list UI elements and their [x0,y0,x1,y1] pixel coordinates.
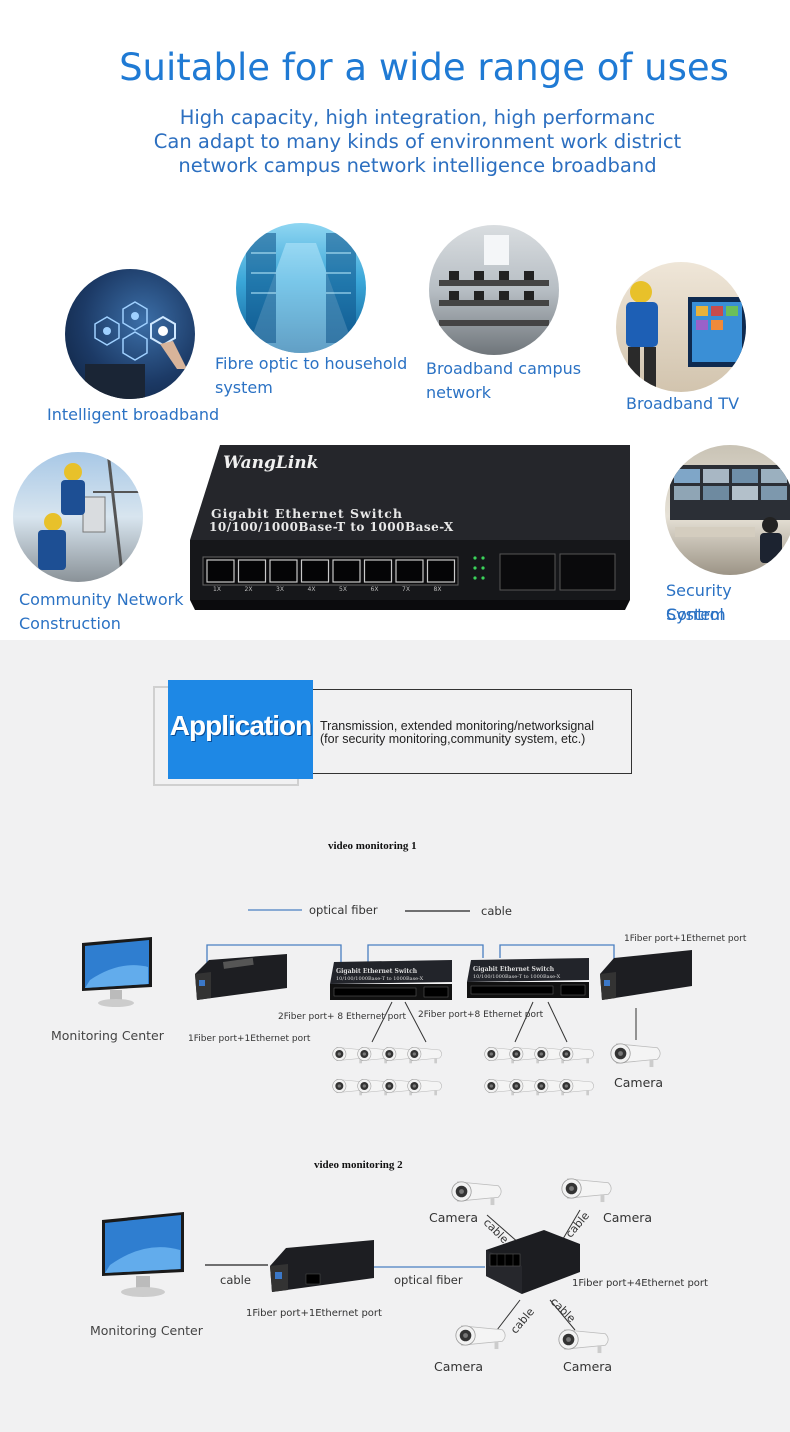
caption-broadband-tv: Broadband TV [626,394,740,413]
ethernet-port [237,559,267,583]
broadband-campus-image [429,225,559,355]
fibre-optic-image [236,223,366,353]
diagram2-fiber-label: optical fiber [394,1273,463,1287]
application-line-1: Transmission, extended monitoring/networ… [320,719,594,733]
converter-left-label: 1Fiber port+1Ethernet port [188,1034,311,1044]
application-description-frame [313,689,632,774]
camera-group-1 [330,1042,455,1110]
security-control-image [665,445,790,575]
product-line-1: Gigabit Ethernet Switch [211,506,403,521]
caption-broadband-campus-line-1: Broadband campus [426,359,582,378]
camera-icon [557,1074,597,1098]
media-converter-left [195,952,290,1004]
camera-label-top-right: Camera [603,1210,653,1225]
camera-label-bottom-left: Camera [434,1359,484,1374]
converter-2-label: 1Fiber port+1Ethernet port [246,1308,382,1319]
camera-icon [405,1042,445,1066]
port-label: 6X [370,586,379,593]
caption-fibre-optic-line-2: system [215,378,273,397]
subtitle-line-3: network campus network intelligence broa… [178,154,657,177]
application-badge-label: Application [169,710,312,741]
ethernet-port [300,559,330,583]
switch-2-label: 2Fiber port+8 Ethernet port [418,1010,544,1020]
subtitle-line-1: High capacity, high integration, high pe… [179,106,656,129]
svg-text:10/100/1000Base-T to 1000Base-: 10/100/1000Base-T to 1000Base-X [336,976,424,982]
switch-product-image: WangLink Gigabit Ethernet Switch 10/100/… [185,440,640,625]
port-label: 1X [213,586,221,593]
port-label: 7X [402,586,410,593]
svg-text:10/100/1000Base-T to 1000Base-: 10/100/1000Base-T to 1000Base-X [473,974,561,980]
port-label: 4X [307,586,316,593]
ethernet-port [269,559,298,583]
converter-right-label: 1Fiber port+1Ethernet port [624,934,747,944]
diagram2-title: video monitoring 2 [314,1159,403,1171]
ethernet-port [426,559,456,583]
broadband-tv-image [616,262,746,392]
ethernet-port [206,559,235,583]
community-network-image [13,452,143,582]
monitoring-center-1: Monitoring Center [51,1028,164,1043]
switch-2: Gigabit Ethernet Switch 10/100/1000Base-… [465,958,592,1000]
caption-community-network-line-2: Construction [19,614,121,633]
application-section: Application Transmission, extended monit… [0,640,790,1432]
caption-fibre-optic-line-1: Fibre optic to household [215,354,408,373]
page-title: Suitable for a wide range of uses [119,46,729,89]
camera-icon [557,1042,597,1066]
switch-4port-label: 1Fiber port+4Ethernet port [572,1278,708,1289]
media-converter-right [600,948,695,1008]
camera-label-bottom-right: Camera [563,1359,613,1374]
port-labels: 1X 2X 3X 4X 5X 6X 7X 8X [203,586,458,596]
media-converter-2 [270,1238,378,1298]
caption-intelligent-broadband: Intelligent broadband [47,405,220,424]
camera-label-top-left: Camera [429,1210,479,1225]
ethernet-port [363,559,393,583]
caption-security-control-line-2: System [666,605,726,624]
diagram2-cable-label: cable [220,1273,251,1287]
monitoring-center-2: Monitoring Center [90,1323,203,1338]
caption-broadband-campus-line-2: network [426,383,491,402]
camera-top-right [558,1173,618,1205]
port-label: 2X [244,586,253,593]
monitor-icon [80,935,155,1010]
switch-1-label: 2Fiber port+ 8 Ethernet port [278,1012,407,1022]
port-label: 3X [276,586,284,593]
legend-optical-fiber: optical fiber [309,903,378,917]
svg-text:Gigabit Ethernet Switch: Gigabit Ethernet Switch [336,968,418,975]
ethernet-port [332,559,361,583]
subtitle-line-2: Can adapt to many kinds of environment w… [153,130,682,153]
switch-1: Gigabit Ethernet Switch 10/100/1000Base-… [328,960,455,1002]
product-brand: WangLink [223,453,319,473]
port-label: 5X [339,586,347,593]
camera-top-left [448,1176,508,1208]
caption-community-network-line-1: Community Network [19,590,184,609]
intelligent-broadband-image [65,269,195,399]
application-line-2: (for security monitoring,community syste… [320,732,586,746]
camera-group-2 [482,1042,607,1110]
camera-label-1: Camera [614,1075,664,1090]
port-label: 8X [433,586,442,593]
caption-security-control-line-1: Security Control [666,581,732,624]
camera-icon [405,1074,445,1098]
svg-text:Gigabit Ethernet Switch: Gigabit Ethernet Switch [473,966,555,973]
diagram-lines [205,909,637,1331]
camera-single [607,1038,667,1070]
application-badge: Application [168,680,313,779]
uses-section: Suitable for a wide range of uses High c… [0,0,790,640]
diagram1-title: video monitoring 1 [328,840,417,852]
product-line-2: 10/100/1000Base-T to 1000Base-X [209,520,454,534]
monitor-icon-2 [100,1210,188,1300]
ethernet-port [395,559,424,583]
camera-bottom-left [452,1320,512,1352]
legend-cable: cable [481,904,512,918]
switch-4port [482,1228,582,1298]
camera-bottom-right [555,1324,615,1356]
